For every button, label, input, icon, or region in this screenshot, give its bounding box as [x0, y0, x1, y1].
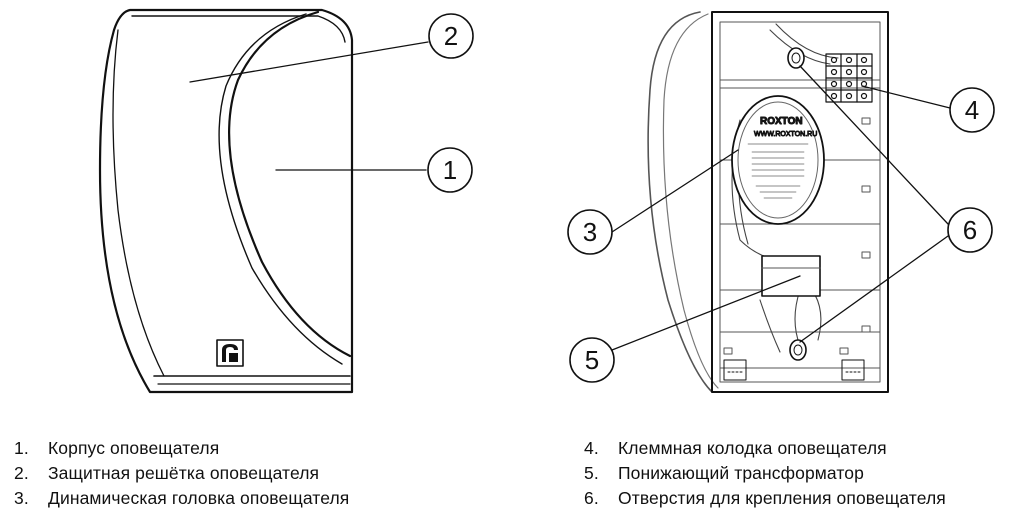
legend-item: 1. Корпус оповещателя	[14, 436, 349, 461]
callout-1: 1	[427, 147, 473, 193]
legend-left: 1. Корпус оповещателя 2. Защитная решётк…	[14, 436, 349, 511]
legend-number: 6.	[584, 488, 599, 508]
legend-text: Понижающий трансформатор	[618, 463, 864, 483]
leader-6a	[799, 65, 949, 225]
leader-2	[189, 41, 429, 83]
legend-item: 4. Клеммная колодка оповещателя	[584, 436, 946, 461]
callout-5: 5	[569, 337, 615, 383]
callout-3: 3	[567, 209, 613, 255]
grille-seam	[228, 10, 352, 358]
shell-outline-inner	[662, 13, 719, 389]
side-tabs	[723, 117, 871, 355]
legend-number: 5.	[584, 463, 599, 483]
svg-text:6: 6	[963, 215, 977, 245]
leader-5	[611, 275, 801, 351]
legend-item: 2. Защитная решётка оповещателя	[14, 461, 349, 486]
svg-text:5: 5	[585, 345, 599, 375]
leader-4	[861, 85, 951, 109]
callout-6: 6	[947, 207, 993, 253]
front-view	[98, 8, 429, 394]
svg-text:4: 4	[965, 95, 979, 125]
speaker-driver: ROXTON WWW.ROXTON.RU	[731, 95, 825, 225]
legend-number: 3.	[14, 488, 29, 508]
back-panel-inner	[719, 21, 881, 383]
terminal-block	[825, 53, 873, 103]
legend-text: Динамическая головка оповещателя	[48, 488, 350, 508]
callout-2: 2	[428, 13, 474, 59]
svg-text:3: 3	[583, 217, 597, 247]
housing-top-edge	[131, 15, 346, 43]
legend-number: 1.	[14, 438, 29, 458]
legend-item: 5. Понижающий трансформатор	[584, 461, 946, 486]
legend-text: Клеммная колодка оповещателя	[618, 438, 887, 458]
bottom-blocks	[723, 359, 865, 381]
svg-text:1: 1	[443, 155, 457, 185]
svg-text:2: 2	[444, 21, 458, 51]
back-panel	[711, 11, 889, 393]
logo-mark	[222, 344, 238, 362]
legend-text: Отверстия для крепления оповещателя	[618, 488, 946, 508]
legend-item: 6. Отверстия для крепления оповещателя	[584, 486, 946, 511]
shell-outline	[647, 11, 713, 393]
logo-text: ROXTON	[760, 116, 803, 127]
legend-item: 3. Динамическая головка оповещателя	[14, 486, 349, 511]
legend-text: Защитная решётка оповещателя	[48, 463, 320, 483]
grille-seam-inner	[218, 13, 343, 365]
leader-6b	[799, 235, 949, 343]
back-view: ROXTON WWW.ROXTON.RU	[611, 11, 951, 393]
label-url: WWW.ROXTON.RU	[754, 131, 817, 138]
side-fold	[112, 29, 165, 377]
legend-number: 4.	[584, 438, 599, 458]
speaker-diagram: ROXTON WWW.ROXTON.RU	[98, 8, 995, 394]
callout-4: 4	[949, 87, 995, 133]
legend-right: 4. Клеммная колодка оповещателя 5. Пониж…	[584, 436, 946, 511]
legend-text: Корпус оповещателя	[48, 438, 220, 458]
housing-outline	[98, 8, 354, 394]
legend-number: 2.	[14, 463, 29, 483]
mounting-holes	[787, 47, 807, 361]
leader-3	[611, 149, 739, 233]
transformer	[761, 255, 821, 297]
